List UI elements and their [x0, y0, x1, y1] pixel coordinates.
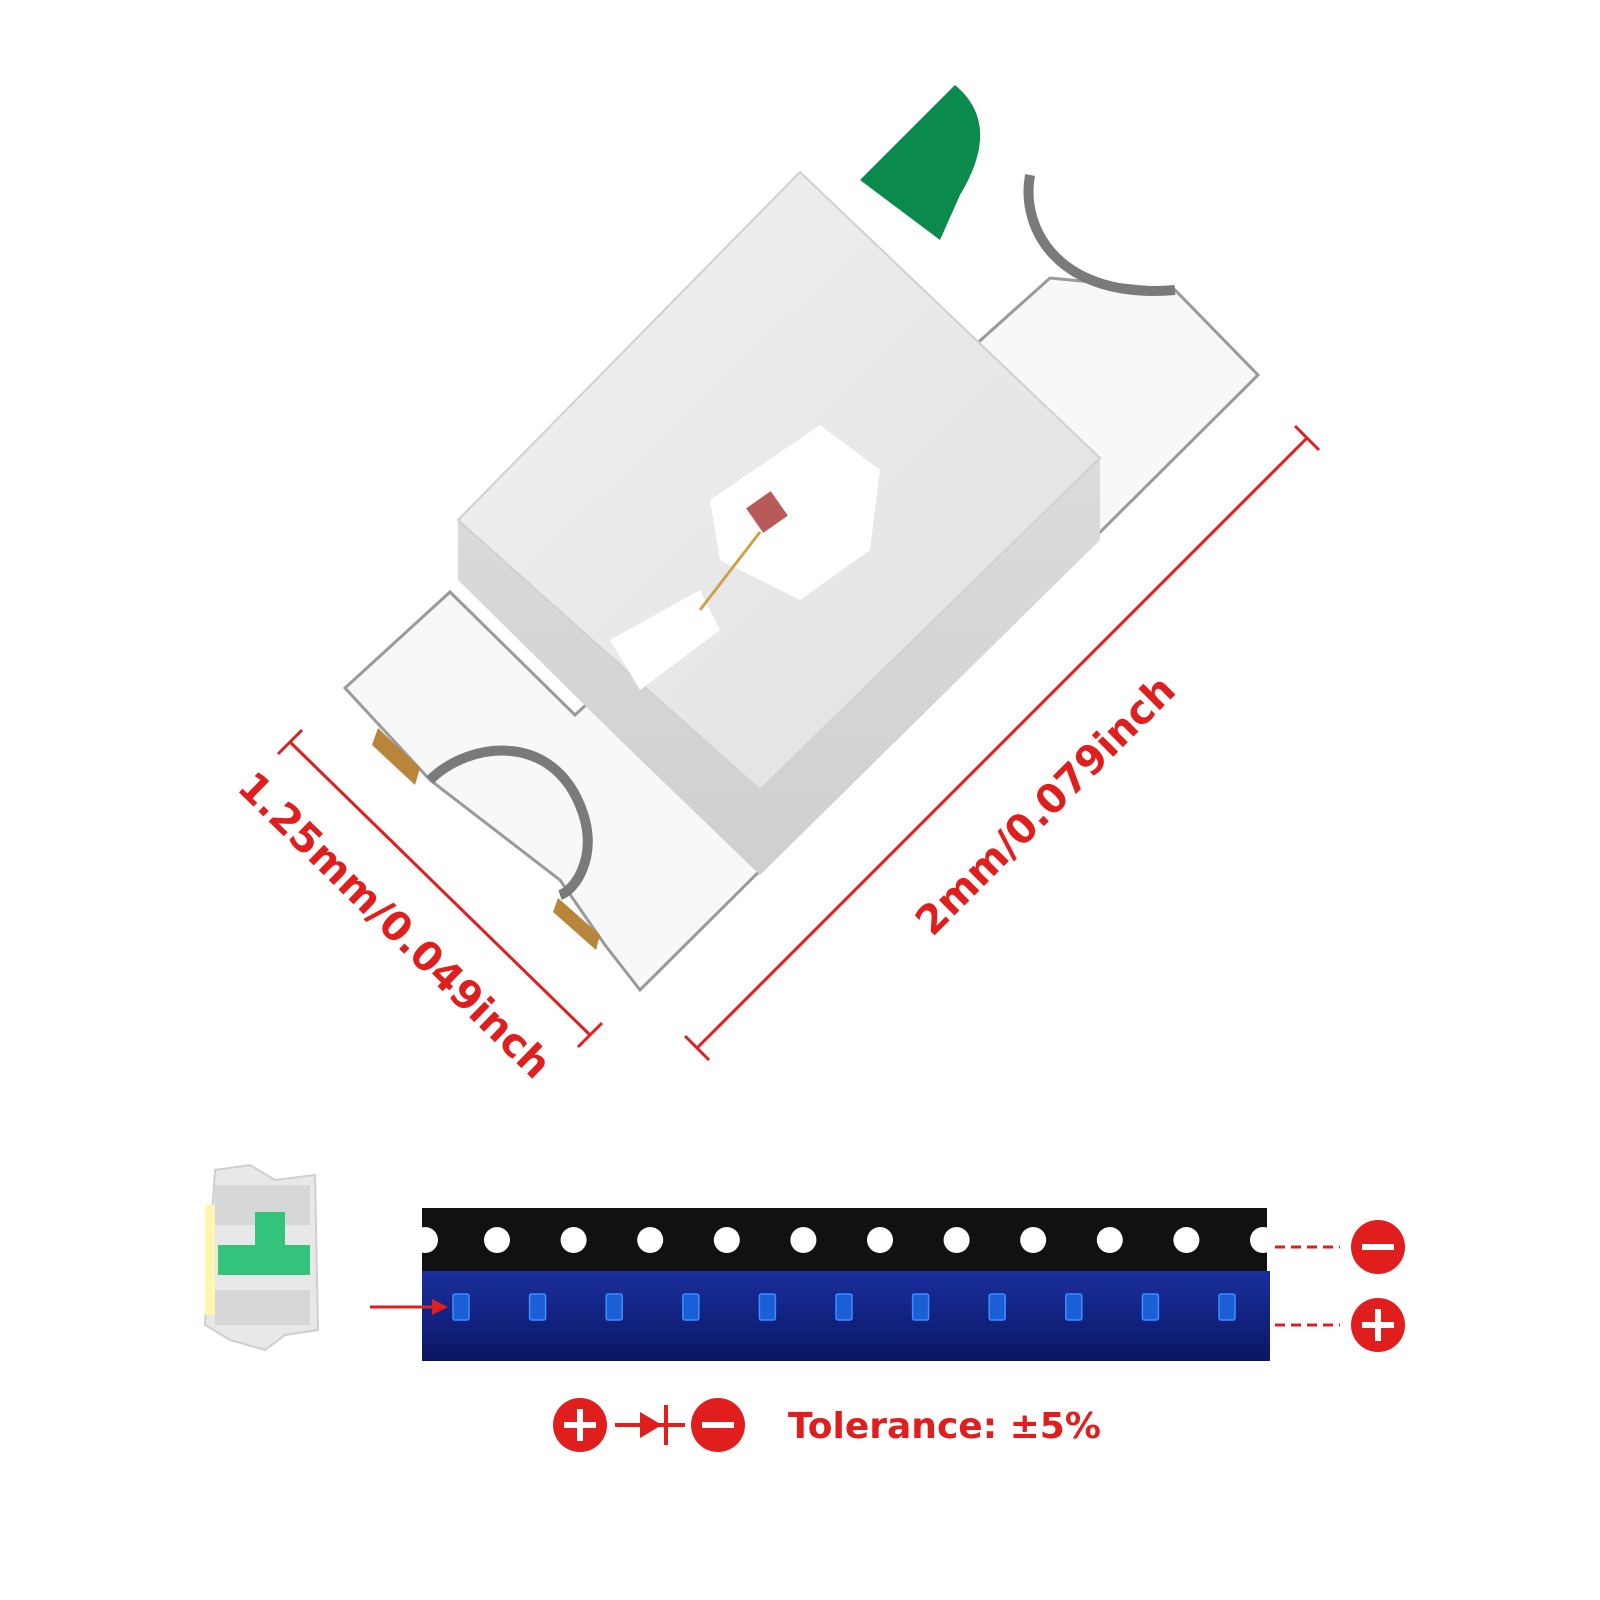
- led-body-side: [458, 458, 1100, 875]
- sprocket-holes: [412, 1227, 1276, 1253]
- sprocket-hole: [713, 1227, 740, 1253]
- sprocket-hole: [867, 1227, 893, 1253]
- led-die: [746, 491, 788, 533]
- solder-terminal-1: [372, 728, 420, 785]
- sprocket-hole: [1250, 1227, 1276, 1253]
- sprocket-hole: [412, 1227, 438, 1253]
- bond-wire: [698, 531, 762, 611]
- smd-led-large: [342, 85, 1261, 993]
- tape-led-chip: [835, 1293, 853, 1321]
- tape-black-strip: [422, 1208, 1267, 1271]
- sprocket-hole: [790, 1227, 817, 1253]
- tape-leds: [452, 1293, 1236, 1321]
- tape-led-chip: [528, 1293, 547, 1321]
- length-dimension-label: 2mm/0.079inch: [907, 667, 1185, 945]
- tape-led-chip: [988, 1293, 1006, 1321]
- tape-led-chip: [682, 1293, 700, 1321]
- pad-notch-top: [1023, 174, 1176, 296]
- tolerance-label: Tolerance: ±5%: [788, 1406, 1101, 1447]
- led-tape: [412, 1208, 1276, 1361]
- sprocket-hole: [1020, 1227, 1047, 1253]
- led-pointer-arrow: [370, 1299, 448, 1315]
- sprocket-hole: [637, 1227, 664, 1253]
- tape-led-chip: [1065, 1293, 1083, 1321]
- sprocket-hole: [1173, 1227, 1200, 1253]
- polarity-positive: [1275, 1298, 1405, 1352]
- tape-led-chip: [758, 1293, 777, 1321]
- sprocket-hole: [484, 1227, 510, 1253]
- polarity-negative: [1275, 1220, 1405, 1274]
- led-die-pad: [710, 425, 880, 600]
- solder-terminal-2: [553, 898, 600, 950]
- small-led-face-bottom: [215, 1290, 310, 1325]
- small-led-side-glow: [205, 1205, 215, 1315]
- sprocket-hole: [560, 1227, 587, 1253]
- tape-led-chip: [1218, 1293, 1236, 1321]
- led-window: [610, 590, 720, 690]
- tape-led-chip: [911, 1293, 930, 1321]
- tape-led-chip: [452, 1293, 470, 1321]
- small-led-green-mark: [218, 1212, 310, 1275]
- tape-led-chip: [605, 1293, 623, 1321]
- cathode-marker: [860, 85, 981, 240]
- tape-led-chip: [1141, 1293, 1160, 1321]
- diode-polarity-symbol: [553, 1398, 745, 1452]
- sprocket-hole: [1096, 1227, 1123, 1253]
- smd-led-small: [203, 1163, 320, 1352]
- sprocket-hole: [943, 1227, 970, 1253]
- pad-notch-bottom: [426, 745, 593, 900]
- diode-triangle-icon: [640, 1412, 662, 1438]
